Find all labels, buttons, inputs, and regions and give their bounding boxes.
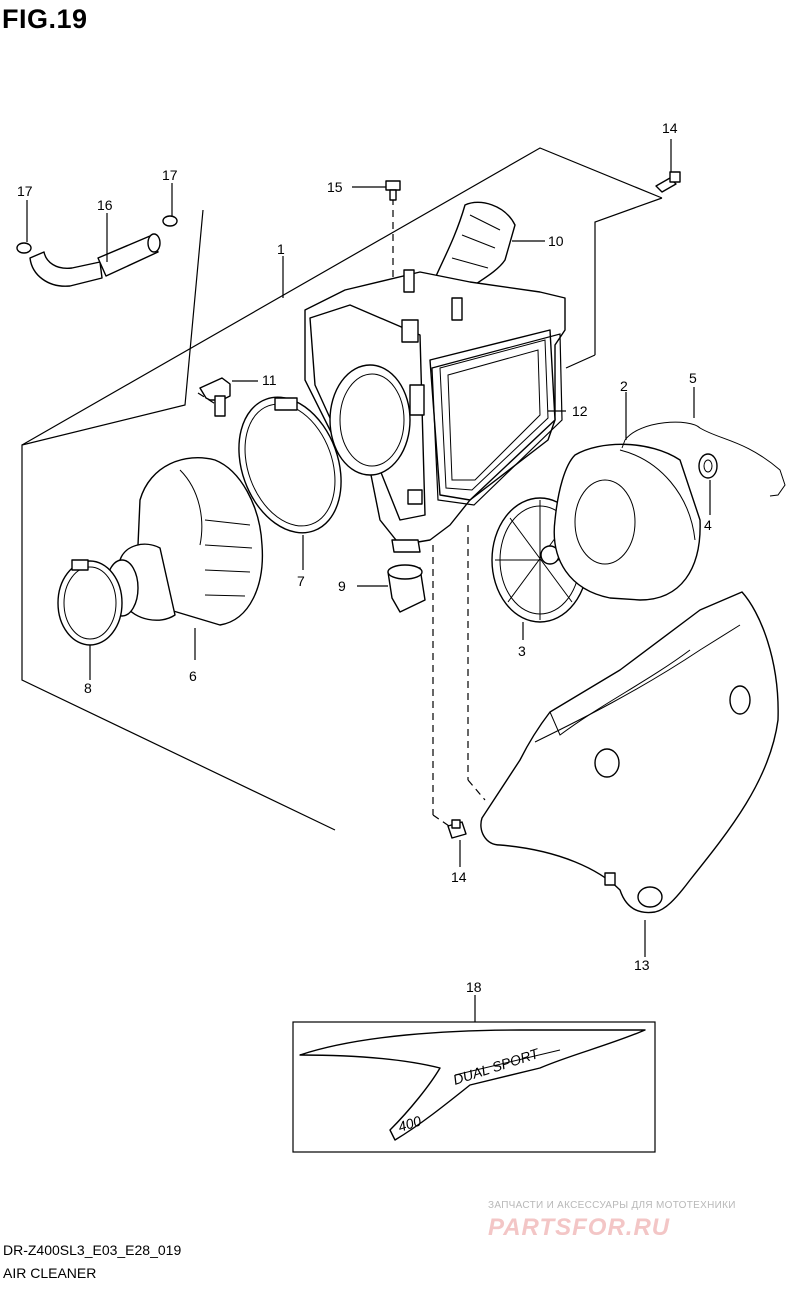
decal-part-18[interactable]: DUAL SPORT 400 <box>292 1021 656 1153</box>
callout-15: 15 <box>327 179 343 195</box>
assembly-boundary <box>21 147 663 831</box>
callout-8: 8 <box>84 680 92 696</box>
breather-hose-part-16[interactable] <box>16 215 178 287</box>
leader-lines <box>26 139 711 1022</box>
callout-13: 13 <box>634 957 650 973</box>
inlet-duct-part-6[interactable] <box>105 457 264 626</box>
wire-holder-part-5[interactable] <box>621 421 786 497</box>
callout-10: 10 <box>548 233 564 249</box>
clamp-part-8[interactable] <box>57 559 123 646</box>
callout-14-bottom: 14 <box>451 869 467 885</box>
callout-14-top: 14 <box>662 120 678 136</box>
elbow-fitting-part-11[interactable] <box>199 377 231 417</box>
callout-9: 9 <box>338 578 346 594</box>
callout-16: 16 <box>97 197 113 213</box>
air-cleaner-case-part-1[interactable] <box>304 269 566 553</box>
callout-4: 4 <box>704 517 712 533</box>
side-cover-part-13[interactable] <box>480 591 779 914</box>
grommet-part-9[interactable] <box>387 564 426 613</box>
callout-17-right: 17 <box>162 167 178 183</box>
screw-part-14-top[interactable] <box>655 171 681 193</box>
callout-17-left: 17 <box>17 183 33 199</box>
callout-7: 7 <box>297 573 305 589</box>
callout-12: 12 <box>572 403 588 419</box>
callout-6: 6 <box>189 668 197 684</box>
watermark-logo: PARTSFOR.RU <box>488 1214 671 1241</box>
screw-part-14-bottom[interactable] <box>447 819 467 839</box>
callout-1: 1 <box>277 241 285 257</box>
model-code: DR-Z400SL3_E03_E28_019 <box>3 1242 182 1258</box>
callout-18: 18 <box>466 979 482 995</box>
callout-3: 3 <box>518 643 526 659</box>
washer-part-4[interactable] <box>698 453 718 479</box>
intake-boot-part-10[interactable] <box>429 201 516 301</box>
section-title: AIR CLEANER <box>3 1265 97 1281</box>
watermark-caption: ЗАПЧАСТИ И АКСЕССУАРЫ ДЛЯ МОТОТЕХНИКИ <box>488 1200 736 1211</box>
callout-2: 2 <box>620 378 628 394</box>
filter-element-part-2[interactable] <box>553 443 701 601</box>
figure-title: FIG.19 <box>2 4 88 34</box>
seal-part-12[interactable] <box>431 333 563 506</box>
clamp-part-7[interactable] <box>221 383 359 547</box>
screw-part-15[interactable] <box>385 180 401 201</box>
callout-labels: 1 2 3 4 5 6 7 8 9 10 11 12 13 14 14 15 1… <box>17 120 712 995</box>
callout-5: 5 <box>689 370 697 386</box>
callout-11: 11 <box>262 372 277 388</box>
decal-text-400: 400 <box>396 1112 423 1135</box>
